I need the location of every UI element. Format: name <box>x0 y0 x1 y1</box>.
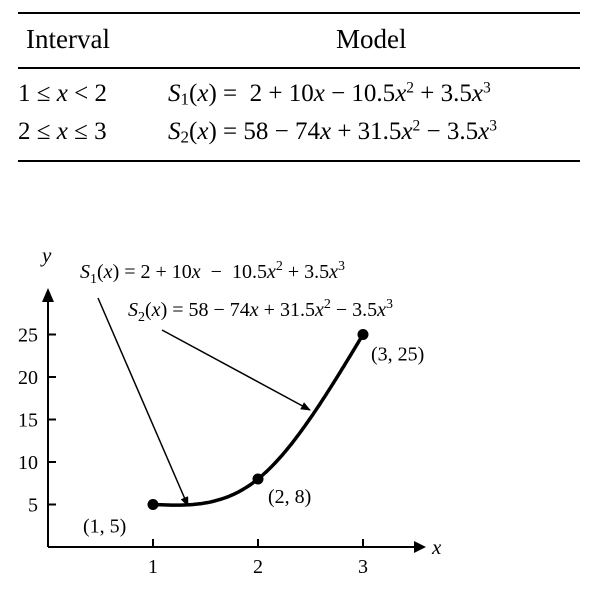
x-tick-label: 3 <box>358 556 368 578</box>
table-bottom-rule <box>18 160 580 162</box>
row1-interval: 1 ≤ x < 2 <box>18 80 107 107</box>
y-axis-label: y <box>40 243 52 267</box>
y-tick-label: 5 <box>28 495 38 517</box>
y-tick-label: 10 <box>18 452 38 474</box>
table-top-rule <box>18 12 580 14</box>
x-tick-label: 1 <box>148 556 158 578</box>
y-axis-arrow-icon <box>42 288 54 302</box>
row2-interval: 2 ≤ x ≤ 3 <box>18 118 107 145</box>
point-label: (2, 8) <box>268 486 311 508</box>
x-axis-arrow-icon <box>414 541 426 553</box>
data-point <box>357 329 369 340</box>
header-model: Model <box>336 24 407 54</box>
table-header-rule <box>18 67 580 69</box>
data-point <box>252 473 264 485</box>
x-tick-label: 2 <box>253 556 263 578</box>
s1-annotation: S1(x) = 2 + 10x − 10.5x2 + 3.5x3 <box>80 259 345 287</box>
s1-pointer-arrow <box>97 297 189 507</box>
s2-annotation: S2(x) = 58 − 74x + 31.5x2 − 3.5x3 <box>128 297 393 325</box>
data-point <box>147 499 159 510</box>
y-tick-label: 25 <box>18 325 38 347</box>
y-tick-label: 20 <box>18 367 38 389</box>
header-interval: Interval <box>26 24 110 54</box>
point-label: (1, 5) <box>83 516 126 538</box>
x-axis-label: x <box>431 535 442 559</box>
y-tick-label: 15 <box>18 410 38 432</box>
s2-pointer-arrow <box>161 329 311 411</box>
row2-model: S2(x) = 58 − 74x + 31.5x2 − 3.5x3 <box>168 117 498 147</box>
point-label: (3, 25) <box>371 344 424 366</box>
row1-model: S1(x) = 2 + 10x − 10.5x2 + 3.5x3 <box>168 79 491 109</box>
